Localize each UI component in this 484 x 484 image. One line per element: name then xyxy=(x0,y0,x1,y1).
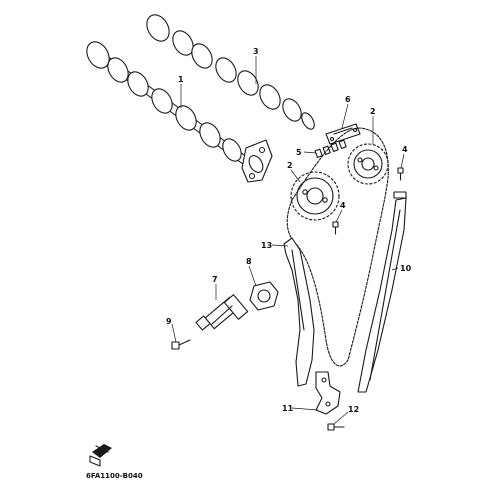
callout-12: 12 xyxy=(348,405,359,414)
callout-5: 5 xyxy=(296,148,302,157)
callout-2-right: 2 xyxy=(370,107,376,116)
leader-lines xyxy=(171,56,405,425)
camshaft-sprocket-left[interactable] xyxy=(290,171,340,221)
callout-3: 3 xyxy=(253,47,259,56)
sprocket-bolt-right[interactable] xyxy=(397,167,404,181)
camshaft-sprocket-right[interactable] xyxy=(347,143,389,185)
callout-9: 9 xyxy=(166,317,172,326)
sprocket-bolt-left[interactable] xyxy=(332,221,339,235)
callout-8: 8 xyxy=(246,257,252,266)
chain-guide-stopper[interactable] xyxy=(315,371,341,415)
exhaust-camshaft[interactable] xyxy=(142,11,316,131)
callout-1: 1 xyxy=(178,75,184,84)
intake-camshaft[interactable] xyxy=(82,38,273,183)
upper-chain-guide[interactable] xyxy=(325,123,361,145)
callout-7: 7 xyxy=(212,275,218,284)
exhaust-chain-guide[interactable] xyxy=(357,191,407,393)
callout-4-right: 4 xyxy=(402,145,408,154)
callout-11: 11 xyxy=(282,404,294,413)
camshaft-drive-chain[interactable] xyxy=(286,127,389,367)
intake-chain-guide[interactable] xyxy=(283,237,315,387)
callout-2-left: 2 xyxy=(287,161,293,170)
stopper-bolt[interactable] xyxy=(327,423,345,431)
diagram-code: 6FA1100-B040 xyxy=(86,472,143,480)
callout-10: 10 xyxy=(400,264,412,273)
callout-13: 13 xyxy=(261,241,272,250)
tensioner-gasket[interactable] xyxy=(249,281,279,311)
callout-4-left: 4 xyxy=(340,201,346,210)
tensioner-bolt[interactable] xyxy=(171,339,191,350)
callout-6: 6 xyxy=(345,95,351,104)
cam-chain-tensioner[interactable] xyxy=(195,294,249,331)
reference-badge-icon xyxy=(89,444,112,467)
